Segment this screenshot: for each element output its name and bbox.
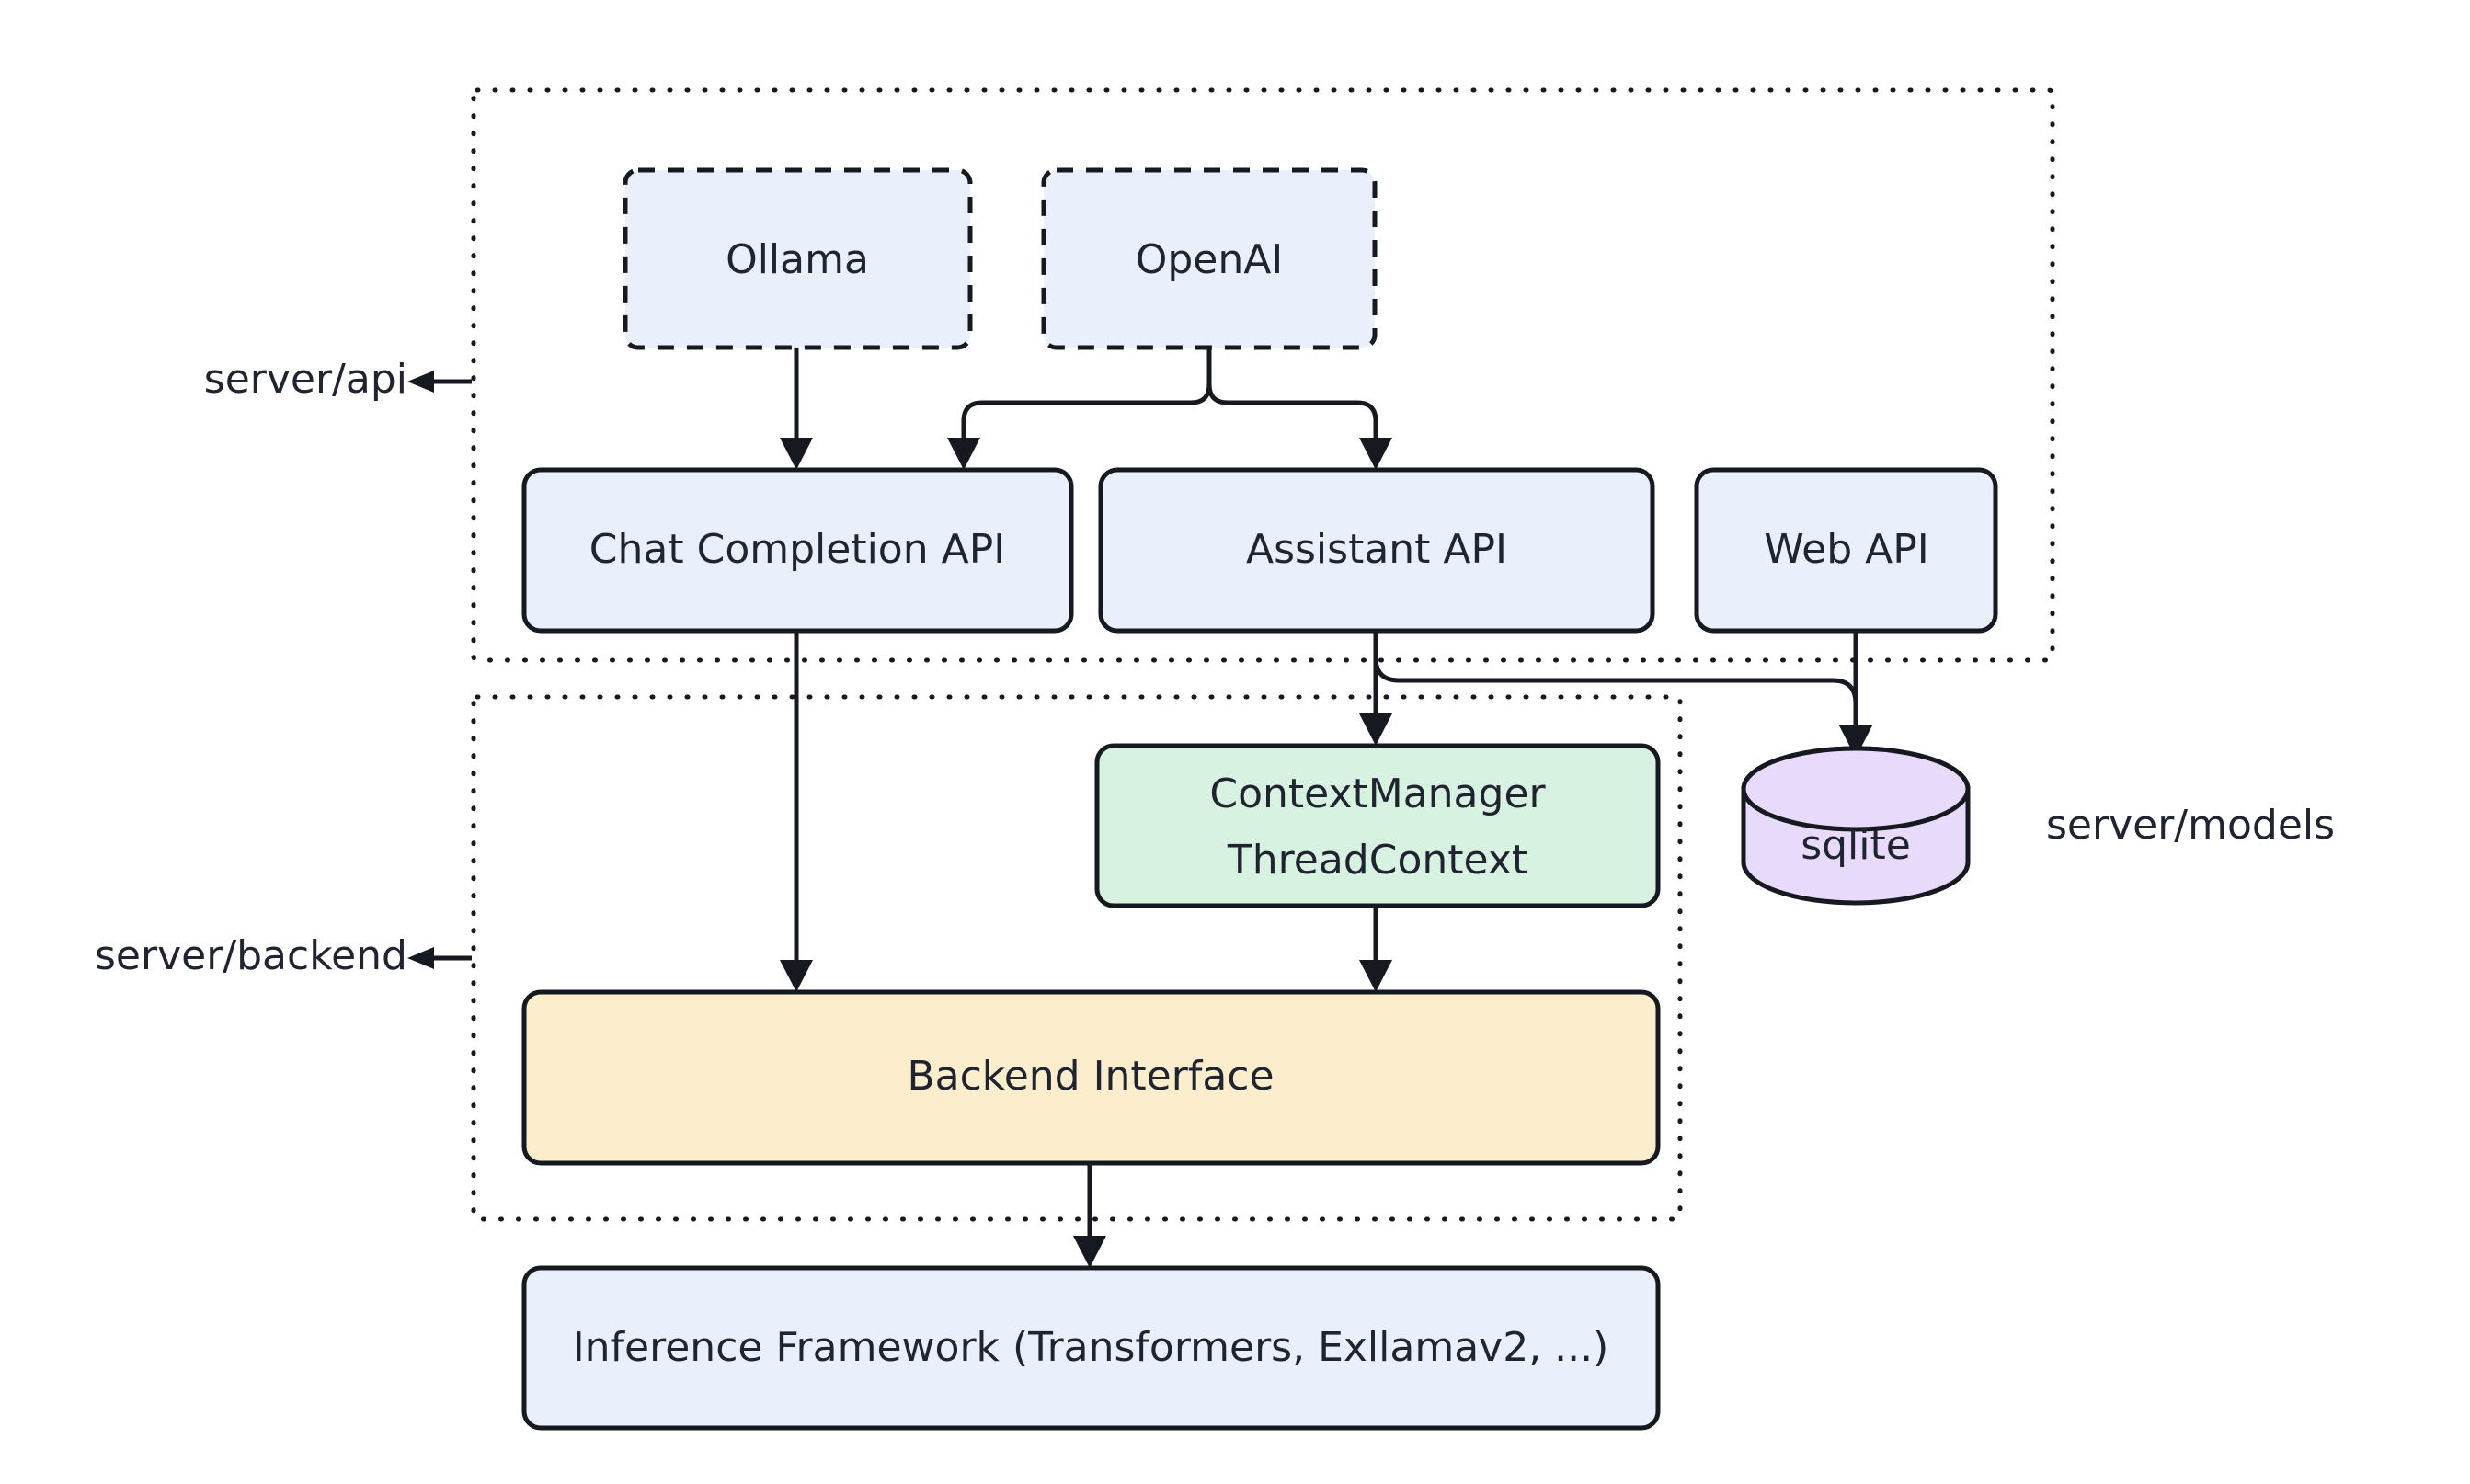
node-sqlite-cylinder-top xyxy=(1741,746,1971,832)
node-backend-interface-label: Backend Interface xyxy=(907,1053,1274,1100)
node-assistant-api[interactable]: Assistant API xyxy=(1098,467,1655,634)
group-label-server-api: server/api xyxy=(204,356,472,403)
node-sqlite-label: sqlite xyxy=(1801,822,1911,869)
node-chat-completion-api-label: Chat Completion API xyxy=(589,526,1005,573)
node-web-api[interactable]: Web API xyxy=(1694,467,1998,634)
edge-backend-interface-to-inference-framework xyxy=(1073,1163,1106,1268)
edge-context-manager-to-backend-interface xyxy=(1359,906,1392,992)
node-ollama-shape[interactable] xyxy=(623,167,973,350)
node-backend-interface-shape[interactable] xyxy=(521,989,1661,1166)
node-web-api-shape[interactable] xyxy=(1694,467,1998,634)
group-label-server-api-arrow-icon xyxy=(407,371,434,393)
node-context-manager-label-line2: ThreadContext xyxy=(1227,837,1527,884)
node-assistant-api-shape[interactable] xyxy=(1098,467,1655,634)
node-context-manager-label-line1: ContextManager xyxy=(1209,771,1546,817)
container-server-api xyxy=(471,87,2055,663)
node-web-api-label: Web API xyxy=(1764,526,1929,573)
group-label-server-backend: server/backend xyxy=(95,932,472,979)
group-label-server-api-text: server/api xyxy=(204,356,407,403)
group-label-server-backend-arrow-icon xyxy=(407,947,434,969)
container-server-backend xyxy=(471,694,1683,1222)
node-inference-framework-shape[interactable] xyxy=(521,1265,1661,1431)
group-label-server-models-text: server/models xyxy=(2046,802,2335,849)
node-openai-label: OpenAI xyxy=(1136,236,1284,283)
edge-web-api-to-sqlite xyxy=(1839,631,1872,758)
node-sqlite[interactable]: sqlite xyxy=(1741,746,1971,906)
node-ollama-label: Ollama xyxy=(726,236,869,283)
edge-openai-to-assistant-api xyxy=(1206,348,1392,470)
node-context-manager[interactable]: ContextManager ThreadContext xyxy=(1094,743,1661,908)
edge-openai-to-chat-completion-api xyxy=(947,348,1212,470)
edge-assistant-api-to-sqlite xyxy=(1373,631,1872,758)
group-label-server-backend-text: server/backend xyxy=(95,932,407,979)
node-openai[interactable]: OpenAI xyxy=(1041,167,1378,350)
node-backend-interface[interactable]: Backend Interface xyxy=(521,989,1661,1166)
node-context-manager-shape[interactable] xyxy=(1094,743,1661,908)
node-chat-completion-api-shape[interactable] xyxy=(521,467,1074,634)
node-inference-framework-label: Inference Framework (Transformers, Exlla… xyxy=(573,1324,1609,1371)
node-openai-shape[interactable] xyxy=(1041,167,1378,350)
node-inference-framework[interactable]: Inference Framework (Transformers, Exlla… xyxy=(521,1265,1661,1431)
edge-chat-completion-api-to-backend-interface xyxy=(780,631,813,992)
node-assistant-api-label: Assistant API xyxy=(1246,526,1507,573)
node-chat-completion-api[interactable]: Chat Completion API xyxy=(521,467,1074,634)
edge-ollama-to-chat-completion-api xyxy=(780,348,813,470)
node-ollama[interactable]: Ollama xyxy=(623,167,973,350)
